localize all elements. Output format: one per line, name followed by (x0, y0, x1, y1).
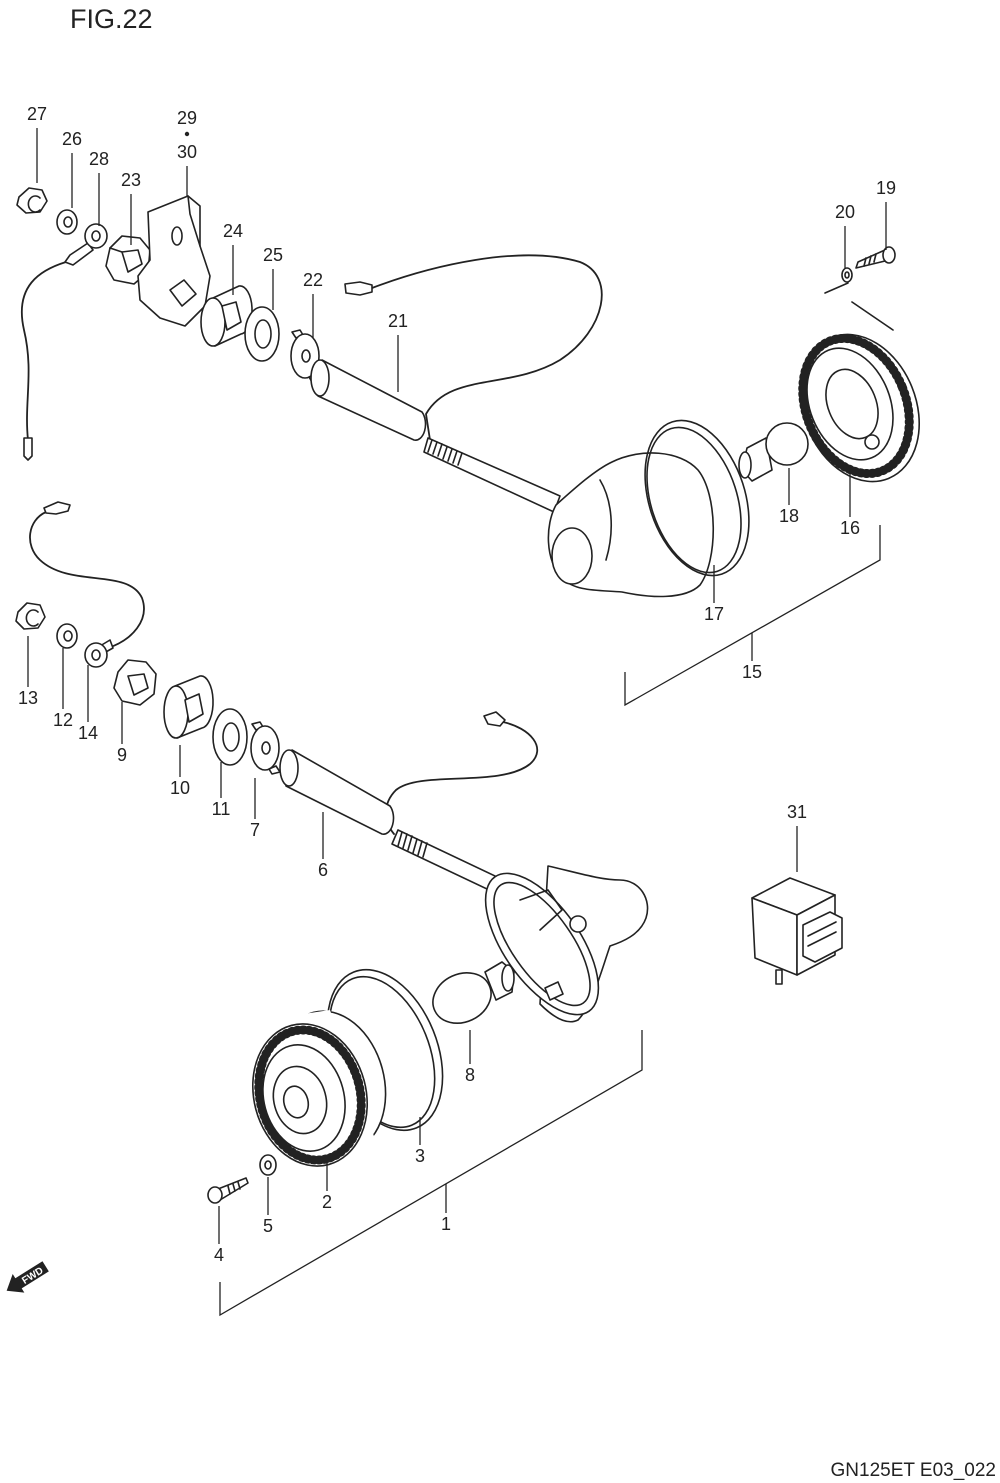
callout-29: 29 (177, 108, 197, 128)
screw-4 (207, 1177, 249, 1204)
callout-14: 14 (78, 723, 98, 743)
ring-terminal-14 (29, 501, 145, 668)
callout-7: 7 (250, 820, 260, 840)
callout-13: 13 (18, 688, 38, 708)
figure-title: FIG.22 (70, 4, 153, 34)
bulb-18 (738, 422, 809, 482)
relay-31 (751, 877, 843, 985)
washer-11 (212, 708, 248, 766)
housing-17 (547, 452, 715, 598)
fwd-arrow-icon: FWD (6, 1261, 49, 1293)
callout-2: 2 (322, 1192, 332, 1212)
callout-21: 21 (388, 311, 408, 331)
callout-1: 1 (441, 1214, 451, 1234)
callout-3: 3 (415, 1146, 425, 1166)
callout-6: 6 (318, 860, 328, 880)
callout-26: 26 (62, 129, 82, 149)
grommet-24 (200, 285, 253, 347)
callout-31: 31 (787, 802, 807, 822)
callout-11: 11 (212, 799, 231, 819)
callout-12: 12 (53, 710, 73, 730)
nut-27 (16, 187, 48, 214)
washer-26 (56, 209, 78, 235)
housing-1 (484, 865, 649, 1023)
lens-2 (251, 1010, 387, 1168)
stem-6 (279, 711, 538, 835)
callout-22: 22 (303, 270, 323, 290)
callout-25: 25 (263, 245, 283, 265)
leader-lines (27, 128, 887, 1244)
callout-19: 19 (876, 178, 896, 198)
bracket-29-30 (137, 195, 211, 327)
callout-separator-dot (184, 131, 190, 137)
washer-25 (244, 306, 280, 362)
callout-18: 18 (779, 506, 799, 526)
nut-13 (15, 602, 46, 630)
washer-12 (56, 623, 78, 649)
callout-30: 30 (177, 142, 197, 162)
bushing-23 (105, 235, 151, 285)
figure-code: GN125ET E03_022 (831, 1460, 997, 1481)
callout-9: 9 (117, 745, 127, 765)
callout-4: 4 (214, 1245, 224, 1265)
callout-10: 10 (170, 778, 190, 798)
bulb-8 (432, 961, 515, 1024)
callout-15: 15 (742, 662, 762, 682)
callout-23: 23 (121, 170, 141, 190)
callout-28: 28 (89, 149, 109, 169)
callout-17: 17 (704, 604, 724, 624)
callout-27: 27 (27, 104, 47, 124)
callout-5: 5 (263, 1216, 273, 1236)
shaft-upper (423, 437, 561, 513)
washer-20 (824, 267, 894, 331)
screw-19 (855, 246, 896, 269)
washer-5 (259, 1154, 277, 1176)
gasket-17 (644, 419, 750, 577)
stem-21 (310, 254, 603, 441)
callout-8: 8 (465, 1065, 475, 1085)
grommet-10 (163, 675, 214, 739)
lock-washer-7 (250, 721, 281, 775)
callout-24: 24 (223, 221, 243, 241)
bushing-9 (113, 659, 157, 706)
assembly-bracket-15 (624, 525, 881, 707)
callout-20: 20 (835, 202, 855, 222)
callout-16: 16 (840, 518, 860, 538)
ring-terminal-28 (20, 223, 108, 461)
assembly-bracket-1 (219, 1030, 643, 1317)
lens-16 (798, 333, 921, 483)
